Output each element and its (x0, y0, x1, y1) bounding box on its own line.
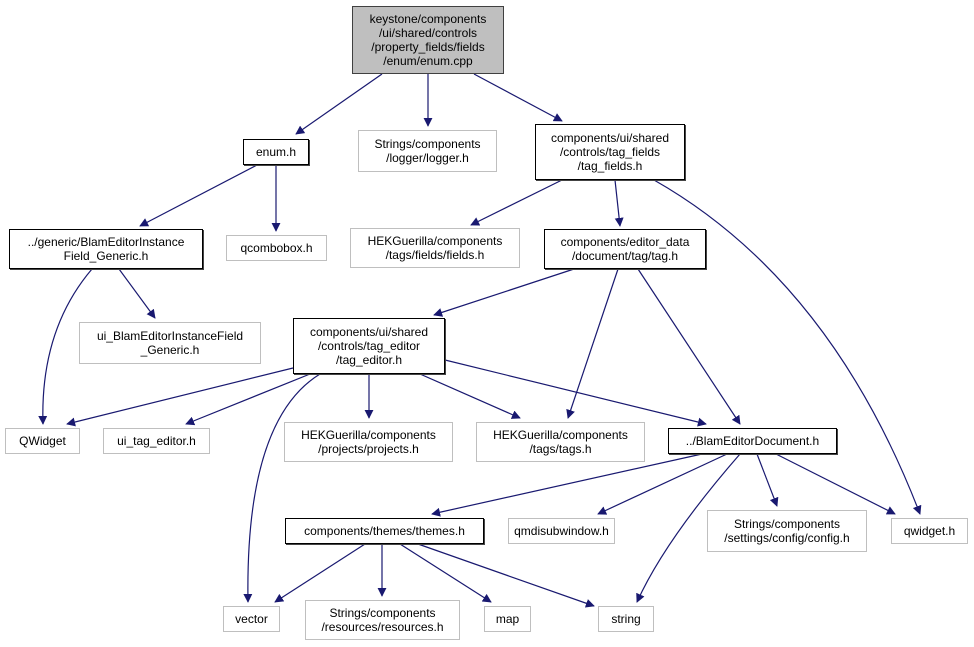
node-qcombobox-h[interactable]: qcombobox.h (226, 235, 327, 261)
edge-tag-editor-h-to-tags-h (419, 373, 521, 419)
node-qwidget-h[interactable]: qwidget.h (891, 518, 968, 544)
node-blam-editor-instance-field-generic-h[interactable]: ../generic/BlamEditorInstance Field_Gene… (9, 229, 203, 269)
node-resources-h[interactable]: Strings/components /resources/resources.… (305, 600, 460, 640)
node-tag-fields-h[interactable]: components/ui/shared /controls/tag_field… (535, 124, 685, 180)
edge-themes-h-to-vector (274, 543, 366, 603)
edge-tag-h-to-tags-h (566, 268, 619, 419)
edge-enum-cpp-to-enum-h (295, 73, 383, 135)
edge-tag-fields-h-to-tag-h (614, 179, 624, 227)
node-config-h[interactable]: Strings/components /settings/config/conf… (707, 510, 867, 552)
node-themes-h[interactable]: components/themes/themes.h (285, 518, 484, 544)
node-enum-cpp[interactable]: keystone/components /ui/shared/controls … (352, 6, 504, 74)
edge-themes-h-to-map (399, 543, 492, 603)
edge-tag-h-to-tag-editor-h (433, 268, 575, 317)
node-qwidget-class[interactable]: QWidget (5, 428, 80, 454)
node-logger-h[interactable]: Strings/components /logger/logger.h (358, 130, 497, 172)
edge-blam-doc-h-to-string (636, 453, 741, 603)
node-blam-editor-document-h[interactable]: ../BlamEditorDocument.h (668, 428, 837, 454)
node-enum-h[interactable]: enum.h (243, 139, 309, 165)
node-ui-tag-editor-h[interactable]: ui_tag_editor.h (103, 428, 210, 454)
node-fields-h[interactable]: HEKGuerilla/components /tags/fields/fiel… (350, 228, 520, 268)
node-tags-h[interactable]: HEKGuerilla/components /tags/tags.h (476, 422, 645, 462)
node-vector[interactable]: vector (223, 606, 280, 632)
edge-tag-editor-h-to-vector (243, 373, 321, 603)
node-string[interactable]: string (598, 606, 654, 632)
edge-blam-doc-h-to-qwidget-h (775, 453, 896, 515)
edge-enum-h-to-generic-h (139, 164, 258, 227)
edge-tag-fields-h-to-qwidget-h (653, 179, 922, 515)
edge-tag-h-to-blam-doc-h (637, 268, 741, 425)
edge-blam-doc-h-to-config-h (756, 453, 779, 507)
edge-tag-editor-h-to-QWidget (66, 367, 294, 427)
edge-tag-fields-h-to-fields-h (470, 179, 563, 226)
node-projects-h[interactable]: HEKGuerilla/components /projects/project… (284, 422, 453, 462)
edge-tag-editor-h-to-blam-doc-h (444, 359, 707, 427)
node-qmdisubwindow-h[interactable]: qmdisubwindow.h (508, 518, 615, 544)
node-ui-blam-editor-instance-field-generic-h[interactable]: ui_BlamEditorInstanceField _Generic.h (79, 322, 261, 364)
edge-blam-doc-h-to-themes-h (431, 453, 703, 517)
edge-enum-cpp-to-tag-fields-h (473, 73, 563, 122)
edge-themes-h-to-string (417, 543, 595, 608)
edge-tag-editor-h-to-ui-tag-editor-h (185, 373, 311, 426)
node-map[interactable]: map (484, 606, 531, 632)
node-tag-editor-h[interactable]: components/ui/shared /controls/tag_edito… (293, 318, 445, 374)
edge-blam-doc-h-to-qmdisubwindow-h (597, 453, 728, 515)
node-tag-h[interactable]: components/editor_data /document/tag/tag… (544, 229, 706, 269)
edge-generic-h-to-QWidget (38, 268, 93, 425)
edge-generic-h-to-ui-generic-h (118, 268, 156, 319)
